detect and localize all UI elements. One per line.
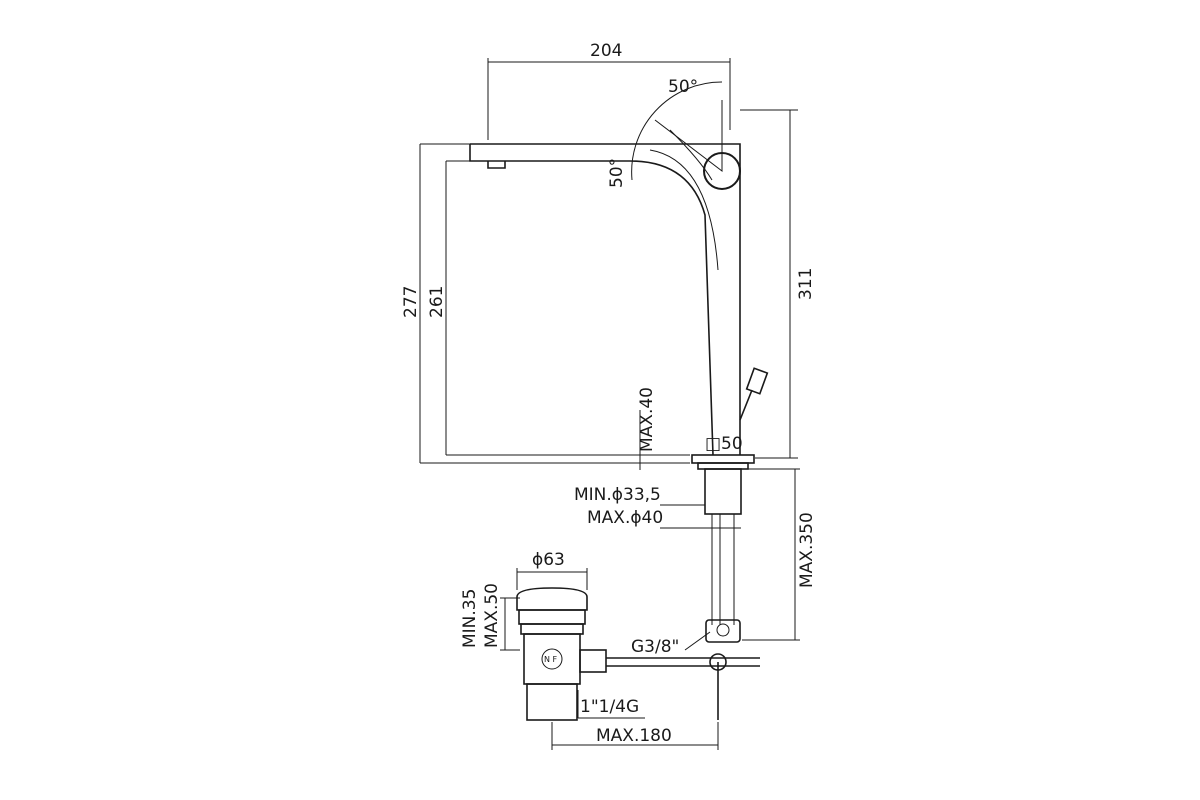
dim-max-hole: MAX.ϕ40 xyxy=(587,508,663,528)
dim-max-350: MAX.350 xyxy=(797,512,817,588)
dimension-lines xyxy=(419,58,800,750)
dim-max-50: MAX.50 xyxy=(482,583,502,648)
faucet-body xyxy=(469,129,769,643)
waste-mark-label: N F xyxy=(544,655,558,664)
waste-assembly: N F xyxy=(516,587,760,721)
dim-311: 311 xyxy=(796,268,816,300)
dim-angle-down: 50° xyxy=(607,158,627,188)
dimension-labels: 204 50° 50° 311 277 261 MAX.40 □50 MIN.ϕ… xyxy=(401,41,817,746)
dim-min-35: MIN.35 xyxy=(460,589,480,648)
dim-max-40: MAX.40 xyxy=(637,387,657,452)
dim-square-50: □50 xyxy=(705,434,743,454)
dim-max-180: MAX.180 xyxy=(596,726,672,746)
dim-261: 261 xyxy=(427,286,447,318)
dim-thread: 1"1/4G xyxy=(580,697,639,717)
dim-g38: G3/8" xyxy=(631,637,679,657)
dim-min-hole: MIN.ϕ33,5 xyxy=(574,485,661,505)
dim-phi-63: ϕ63 xyxy=(532,550,565,570)
dim-277: 277 xyxy=(401,286,421,318)
dim-204: 204 xyxy=(590,41,622,61)
dim-angle-up: 50° xyxy=(668,77,698,97)
